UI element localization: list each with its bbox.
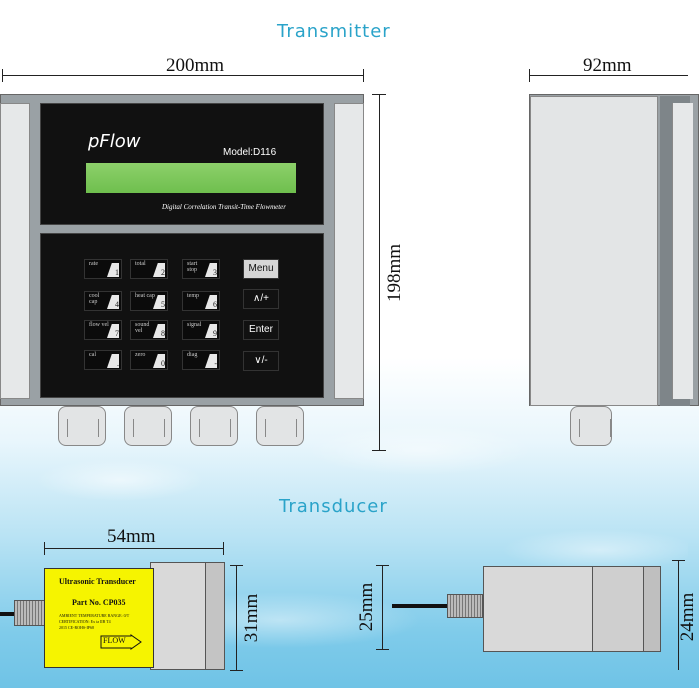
up-plus-key[interactable]: ∧/+ xyxy=(243,289,279,309)
transducer-label xyxy=(44,568,154,668)
transducer-cable-front xyxy=(0,612,18,616)
depth-dimension-label: 92mm xyxy=(583,55,632,76)
transducer-cable-side xyxy=(392,604,450,608)
cable-gland-1 xyxy=(58,406,106,446)
transducer-end-cap-front xyxy=(205,562,225,670)
key-cal[interactable]: cal. xyxy=(84,350,122,370)
width-dimension-tick-right xyxy=(363,69,364,82)
model-label: Model:D116 xyxy=(223,147,277,158)
side-height-label-small: 25mm xyxy=(356,582,377,632)
transducer-height-tick-bottom xyxy=(230,670,243,671)
transducer-cap-side xyxy=(643,566,661,652)
transducer-label-line-1: AMBIENT TEMPERATURE RANGE: 0/T xyxy=(59,613,130,618)
width-dimension-tick-left xyxy=(2,69,3,82)
width-dimension-label: 200mm xyxy=(166,55,225,76)
menu-key[interactable]: Menu xyxy=(243,259,279,279)
left-mounting-wing xyxy=(0,103,30,399)
transducer-body-side xyxy=(483,566,593,652)
keypad-panel xyxy=(40,233,324,398)
transducer-label-line-2: CERTIFICATION: Ex ia IIB T4 xyxy=(59,619,111,624)
height-dimension-tick-top xyxy=(372,94,386,95)
side-height-label-large: 24mm xyxy=(677,592,698,642)
transducer-mid-side xyxy=(592,566,644,652)
transducer-label-title: Ultrasonic Transducer xyxy=(59,577,136,586)
cable-gland-2 xyxy=(124,406,172,446)
side-cable-gland xyxy=(570,406,612,446)
cable-gland-3 xyxy=(190,406,238,446)
device-subtitle: Digital Correlation Transit-Time Flowmet… xyxy=(162,203,287,211)
side-height-tick-top-right xyxy=(672,560,685,561)
side-height-line-right xyxy=(678,560,679,670)
flow-arrow-icon xyxy=(100,634,142,650)
height-dimension-line xyxy=(379,94,380,450)
transducer-height-tick-top xyxy=(230,565,243,566)
lcd-screen xyxy=(86,163,296,193)
side-body-panel xyxy=(530,96,658,406)
side-height-tick-bottom-left xyxy=(376,649,389,650)
key-diag[interactable]: diag- xyxy=(182,350,220,370)
side-height-line-left xyxy=(382,565,383,649)
transducer-title: Transducer xyxy=(279,496,388,517)
transducer-length-tick-left xyxy=(44,542,45,555)
transducer-length-line xyxy=(44,548,224,549)
cable-strain-relief-front xyxy=(14,600,46,626)
height-dimension-tick-bottom xyxy=(372,450,386,451)
transducer-height-line xyxy=(236,565,237,670)
height-dimension-label: 198mm xyxy=(384,243,405,303)
depth-dimension-tick-left xyxy=(529,69,530,82)
transmitter-title: Transmitter xyxy=(277,21,391,42)
depth-dimension-line xyxy=(529,75,688,76)
side-height-tick-top-left xyxy=(376,565,389,566)
width-dimension-line xyxy=(2,75,364,76)
flow-label: FLOW xyxy=(103,636,126,645)
transducer-part-number: Part No. CP035 xyxy=(72,598,126,607)
down-minus-key[interactable]: ∨/- xyxy=(243,351,279,371)
right-mounting-wing xyxy=(334,103,364,399)
transducer-length-tick-right xyxy=(223,542,224,555)
transducer-label-line-3: 2015 CE-ROHS-IP68 xyxy=(59,625,95,630)
brand-logo: pFlow xyxy=(88,131,141,152)
side-wing xyxy=(672,103,693,399)
cable-gland-4 xyxy=(256,406,304,446)
transducer-height-label: 31mm xyxy=(241,593,262,643)
cable-strain-relief-side xyxy=(447,594,483,618)
transducer-length-label: 54mm xyxy=(107,526,156,547)
enter-key[interactable]: Enter xyxy=(243,320,279,340)
